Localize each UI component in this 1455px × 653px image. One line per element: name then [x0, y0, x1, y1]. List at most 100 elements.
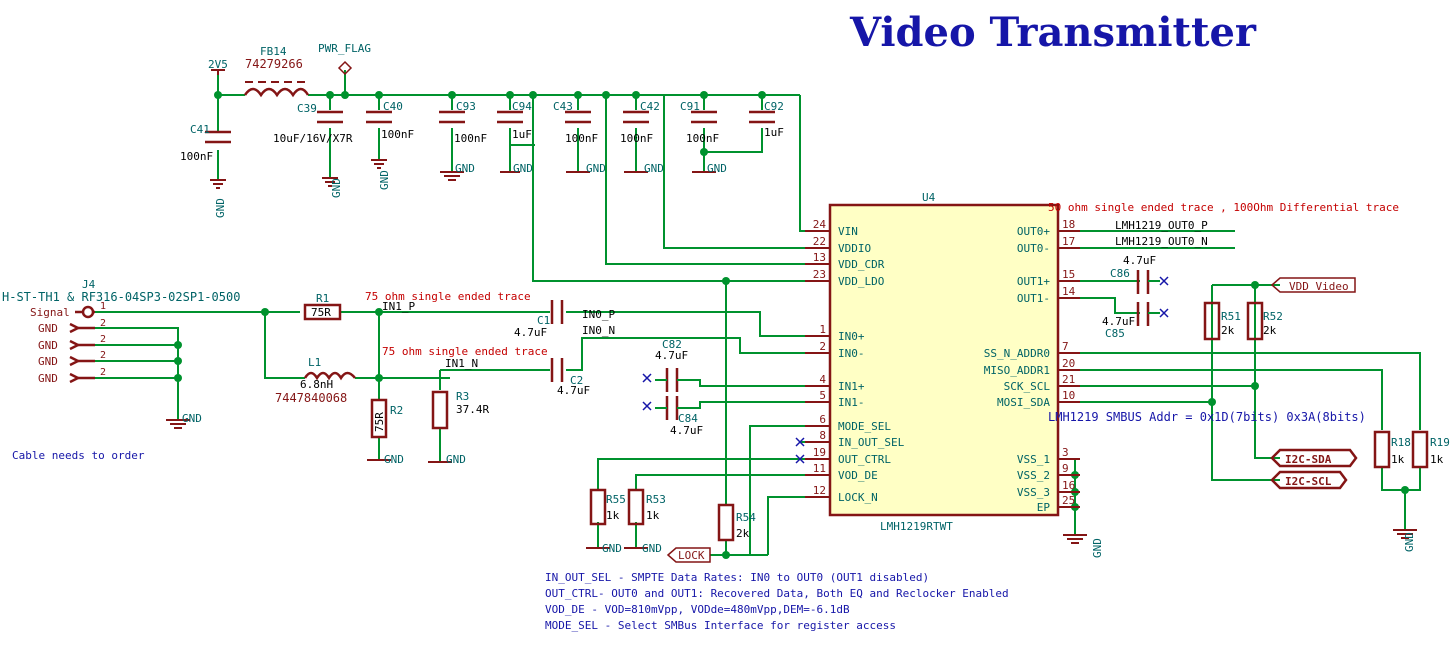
- r1-ref: R1: [316, 292, 329, 305]
- c41-ref: C41: [190, 123, 210, 136]
- j4-ref: J4: [82, 278, 96, 291]
- l1-value: 6.8nH: [300, 378, 333, 391]
- ic-pin-number: 23: [813, 268, 826, 281]
- ic-pin-number: 3: [1062, 446, 1069, 459]
- ic-pin-name: OUT_CTRL: [838, 453, 891, 466]
- r1-value: 75R: [311, 306, 331, 319]
- ic-u4-body: [828, 203, 1060, 517]
- ic-pin-name: SS_N_ADDR0: [984, 347, 1050, 360]
- l1-part: 7447840068: [275, 391, 347, 405]
- ic-pin-number: 10: [1062, 389, 1075, 402]
- rail-2v5: 2V5: [208, 58, 228, 71]
- gnd-c94: GND: [513, 162, 533, 175]
- ic-pin-number: 24: [813, 218, 827, 231]
- trace-note-1: 75 ohm single ended trace: [365, 290, 531, 303]
- ic-pin-name: VIN: [838, 225, 858, 238]
- c86-value: 4.7uF: [1123, 254, 1156, 267]
- resistor-r1: [303, 303, 342, 321]
- r52-value: 2k: [1263, 324, 1277, 337]
- ic-pin-number: 22: [813, 235, 826, 248]
- ic-pin-number: 7: [1062, 340, 1069, 353]
- i2c-scl-label: I2C-SCL: [1285, 475, 1332, 488]
- capacitor-c84: [665, 396, 679, 420]
- connector-gnd-pins: [69, 322, 81, 384]
- ic-pin-name: MOSI_SDA: [997, 396, 1050, 409]
- ic-pin-number: 12: [813, 484, 826, 497]
- note-vod-de: VOD_DE - VOD=810mVpp, VODde=480mVpp,DEM=…: [545, 603, 850, 616]
- ic-pin-number: 17: [1062, 235, 1075, 248]
- c94-value: 1uF: [512, 128, 532, 141]
- note-out-ctrl: OUT_CTRL- OUT0 and OUT1: Recovered Data,…: [545, 587, 1009, 600]
- r2-value: 75R: [373, 412, 386, 432]
- ic-pin-number: 16: [1062, 479, 1075, 492]
- note-mode-sel: MODE_SEL - Select SMBus Interface for re…: [545, 619, 896, 632]
- r3-ref: R3: [456, 390, 469, 403]
- r55-ref: R55: [606, 493, 626, 506]
- gnd-r2: GND: [384, 453, 404, 466]
- c92-value: 1uF: [764, 126, 784, 139]
- gnd-r18-r19: GND: [1403, 532, 1416, 552]
- ic-pin-name: MODE_SEL: [838, 420, 891, 433]
- c43-value: 100nF: [565, 132, 598, 145]
- ic-pin-number: 2: [819, 340, 826, 353]
- c2-ref: C2: [570, 374, 583, 387]
- ferrite-bead-fb14: [243, 87, 310, 98]
- c2-value: 4.7uF: [557, 384, 590, 397]
- resistor-r51: [1203, 301, 1221, 341]
- r19-value: 1k: [1430, 453, 1444, 466]
- c91-value: 100nF: [686, 132, 719, 145]
- ic-pin-number: 9: [1062, 462, 1069, 475]
- resistor-r3: [431, 390, 449, 430]
- j4-pin-num-2: 2: [100, 318, 106, 329]
- ic-pin-name: OUT0-: [1017, 242, 1050, 255]
- connector-signal-pin: [81, 305, 95, 319]
- c39-value: 10uF/16V/X7R: [273, 132, 353, 145]
- gnd-c93: GND: [455, 162, 475, 175]
- inductor-l1: [303, 371, 356, 381]
- c39-ref: C39: [297, 102, 317, 115]
- c84-value: 4.7uF: [670, 424, 703, 437]
- r51-value: 2k: [1221, 324, 1235, 337]
- net-out0n: LMH1219_OUT0_N: [1115, 235, 1208, 248]
- pwr-flag-icon: [337, 60, 353, 76]
- vdd-video-label: VDD_Video: [1289, 280, 1349, 293]
- c40-value: 100nF: [381, 128, 414, 141]
- ic-pin-name: OUT1+: [1017, 275, 1050, 288]
- c84-ref: C84: [678, 412, 698, 425]
- c91-ref: C91: [680, 100, 700, 113]
- i2c-sda-label-shape: [1270, 448, 1358, 468]
- j4-pin-gnd-4: GND: [38, 372, 58, 385]
- ic-pin-name: IN_OUT_SEL: [838, 436, 905, 449]
- l1-ref: L1: [308, 356, 321, 369]
- ic-pin-number: 15: [1062, 268, 1075, 281]
- ic-u4-pins: 24VIN22VDDIO13VDD_CDR23VDD_LDO1IN0+2IN0-…: [805, 218, 1080, 514]
- j4-pin-num-1: 1: [100, 301, 106, 312]
- r54-value: 2k: [736, 527, 750, 540]
- j4-pin-num-4: 2: [100, 350, 106, 361]
- c1-value: 4.7uF: [514, 326, 547, 339]
- gnd-c42: GND: [644, 162, 664, 175]
- components: [69, 81, 1429, 542]
- ic-pin-number: 14: [1062, 285, 1076, 298]
- i2c-scl-label-shape: [1270, 470, 1348, 490]
- smbus-address-note: LMH1219 SMBUS Addr = 0x1D(7bits) 0x3A(8b…: [1048, 410, 1366, 424]
- output-trace-note: 50 ohm single ended trace , 100Ohm Diffe…: [1048, 201, 1399, 214]
- top-caps: [205, 110, 775, 144]
- resistor-r2: [370, 398, 388, 439]
- ic-pin-number: 18: [1062, 218, 1075, 231]
- resistor-r53: [627, 488, 645, 526]
- ic-pin-name: VSS_2: [1017, 469, 1050, 482]
- ic-pin-number: 8: [819, 429, 826, 442]
- ic-pin-name: OUT1-: [1017, 292, 1050, 305]
- resistor-r54: [717, 503, 735, 542]
- c85-ref: C85: [1105, 327, 1125, 340]
- gnd-symbols: [166, 159, 1417, 549]
- net-in0p: IN0_P: [582, 308, 615, 321]
- j4-pin-gnd-3: GND: [38, 355, 58, 368]
- ic-pin-name: IN1+: [838, 380, 865, 393]
- capacitor-c1: [550, 300, 564, 324]
- net-in1n: IN1_N: [445, 357, 478, 370]
- ic-pin-name: LOCK_N: [838, 491, 878, 504]
- ic-pin-name: MISO_ADDR1: [984, 364, 1050, 377]
